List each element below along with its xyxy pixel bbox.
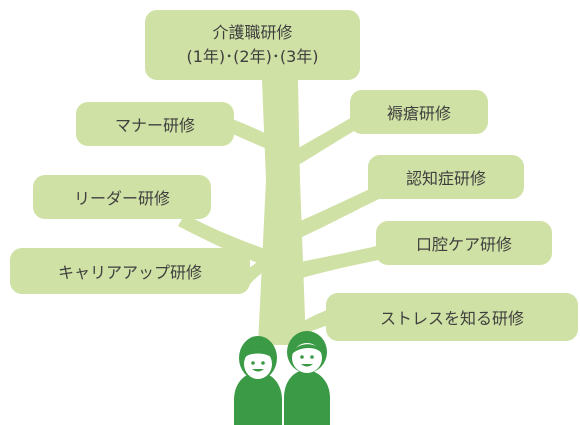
label-stress-training: ストレスを知る研修 (326, 293, 578, 341)
label-kaigo-line1: 介護職研修 (212, 23, 293, 42)
boy-icon (284, 331, 330, 425)
label-kaigo-line2: (1年)･(2年)･(3年) (186, 47, 319, 66)
girl-icon (234, 336, 282, 425)
label-koukuu-care-training: 口腔ケア研修 (376, 221, 552, 265)
label-ninchisho-training: 認知症研修 (368, 155, 524, 199)
label-leader-training: リーダー研修 (33, 175, 211, 219)
label-career-up-training: キャリアアップ研修 (10, 248, 250, 294)
label-manner-training: マナー研修 (76, 102, 234, 146)
label-jokuso-training: 褥瘡研修 (350, 90, 488, 134)
label-kaigo-training: 介護職研修 (1年)･(2年)･(3年) (145, 10, 360, 80)
